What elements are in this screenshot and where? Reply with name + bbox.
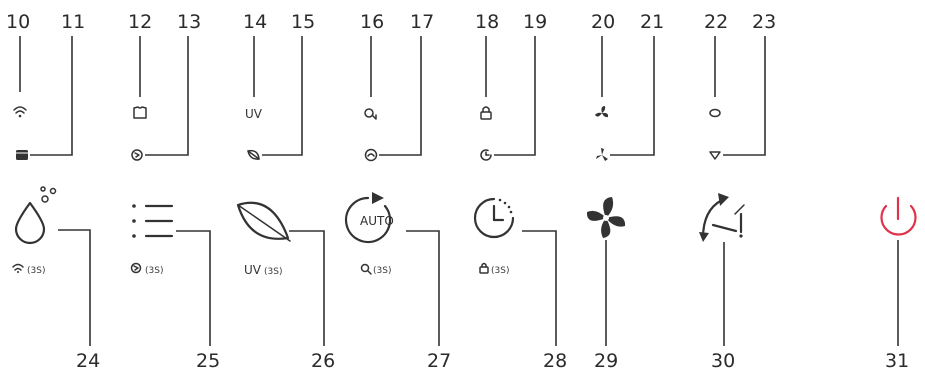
leaf-small-icon xyxy=(247,149,260,160)
leader-15 xyxy=(262,36,303,156)
svg-text:(3S): (3S) xyxy=(27,266,45,276)
swing-icon xyxy=(699,193,745,242)
auto-label: AUTO xyxy=(360,214,394,228)
leader-17 xyxy=(379,36,422,156)
sleep-icon xyxy=(364,148,378,162)
callout-21: 21 xyxy=(640,11,664,33)
leader-26 xyxy=(289,230,325,346)
leader-21 xyxy=(610,36,655,156)
uv-indicator-label: UV xyxy=(245,107,263,121)
callout-22: 22 xyxy=(704,11,728,33)
callout-15: 15 xyxy=(291,11,315,33)
timer-button-icon xyxy=(473,197,515,239)
leader-11 xyxy=(30,36,73,156)
leaf-icon xyxy=(236,201,291,242)
callout-12: 12 xyxy=(128,11,152,33)
callout-19: 19 xyxy=(523,11,547,33)
leader-19 xyxy=(494,36,536,156)
callout-14: 14 xyxy=(243,11,267,33)
callout-29: 29 xyxy=(594,350,618,372)
callout-28: 28 xyxy=(543,350,567,372)
wifi-icon xyxy=(13,106,27,118)
callout-20: 20 xyxy=(591,11,615,33)
menu-list-icon xyxy=(132,204,174,238)
callout-23: 23 xyxy=(752,11,776,33)
leader-23 xyxy=(723,36,766,156)
callout-26: 26 xyxy=(311,350,335,372)
leader-13 xyxy=(145,36,189,156)
auto-3s-label: (3S) xyxy=(360,263,391,276)
swing-down-icon xyxy=(709,151,721,160)
leader-27 xyxy=(406,230,440,346)
timer-icon xyxy=(480,149,492,161)
callout-31: 31 xyxy=(885,350,909,372)
water-drop-icon xyxy=(14,186,57,245)
callout-24: 24 xyxy=(76,350,100,372)
power-icon xyxy=(880,196,917,236)
callout-10: 10 xyxy=(6,11,30,33)
svg-text:(3S): (3S) xyxy=(264,267,282,277)
auto-button-icon: AUTO xyxy=(344,192,394,244)
swing-up-icon xyxy=(709,108,721,118)
leader-24 xyxy=(58,229,91,346)
auto-mode-icon xyxy=(364,108,377,120)
svg-text:UV: UV xyxy=(244,263,262,277)
leader-28 xyxy=(522,230,557,346)
shirt-icon xyxy=(133,106,147,119)
wifi-3s-label: (3S) xyxy=(12,263,45,276)
lock-icon xyxy=(480,106,492,120)
callout-17: 17 xyxy=(410,11,434,33)
svg-text:(3S): (3S) xyxy=(145,266,163,276)
uv-3s-label: UV (3S) xyxy=(244,263,282,277)
callout-16: 16 xyxy=(360,11,384,33)
callout-11: 11 xyxy=(61,11,85,33)
callout-27: 27 xyxy=(427,350,451,372)
callout-13: 13 xyxy=(177,11,201,33)
svg-text:(3S): (3S) xyxy=(491,266,509,276)
fan-icon xyxy=(586,197,626,238)
leader-25 xyxy=(176,230,211,346)
fan-high-icon xyxy=(595,106,609,118)
callout-25: 25 xyxy=(196,350,220,372)
fan-low-icon xyxy=(596,148,608,161)
timer-3s-label: (3S) xyxy=(479,262,509,276)
water-tank-icon xyxy=(16,150,28,160)
callout-30: 30 xyxy=(711,350,735,372)
svg-text:(3S): (3S) xyxy=(373,266,391,276)
laundry-icon xyxy=(131,149,143,161)
callout-18: 18 xyxy=(475,11,499,33)
list-3s-label: (3S) xyxy=(130,262,163,276)
